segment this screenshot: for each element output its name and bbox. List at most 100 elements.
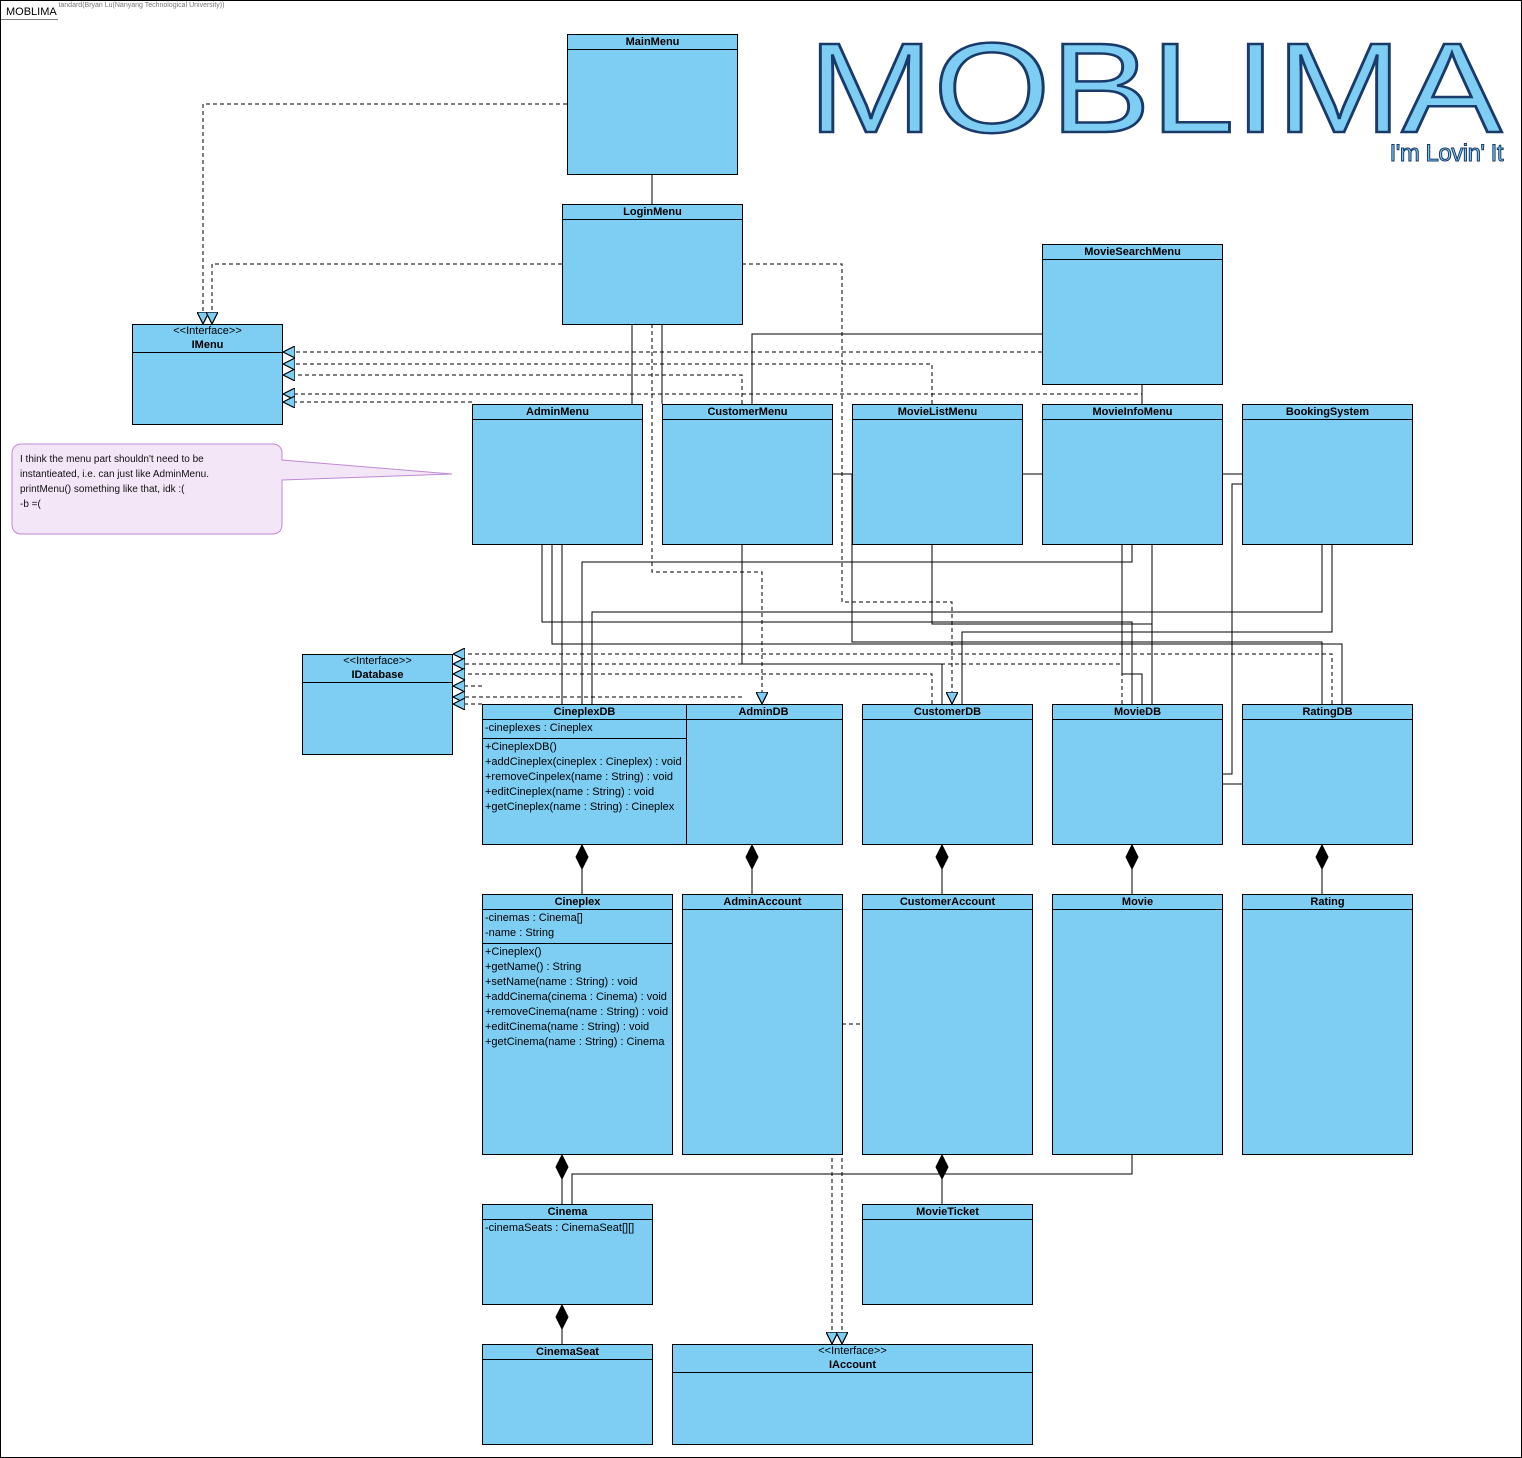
class-name: AdminMenu [473, 405, 642, 420]
edge-moviedb-bookingsystem [1222, 483, 1242, 775]
class-name: BookingSystem [1243, 405, 1412, 420]
class-cineplexdb[interactable]: CineplexDB -cineplexes : Cineplex +Cinep… [482, 704, 687, 845]
attribute-section: -cineplexes : Cineplex [483, 720, 686, 739]
class-name: MovieTicket [863, 1205, 1032, 1220]
class-name: CustomerDB [863, 705, 1032, 720]
class-name: Movie [1053, 895, 1222, 910]
class-name: MovieListMenu [853, 405, 1022, 420]
diamond-cinema [555, 1303, 569, 1331]
class-rating[interactable]: Rating [1242, 894, 1413, 1155]
diamond-ratingdb [1315, 843, 1329, 871]
operation: +addCinema(cinema : Cinema) : void [485, 991, 667, 1003]
operation: +getCinema(name : String) : Cinema [485, 1036, 665, 1048]
note-line: printMenu() something like that, idk :( [20, 484, 185, 495]
edge-adminmenu-ratingdb [551, 544, 1343, 704]
attribute: -cineplexes : Cineplex [485, 722, 593, 734]
class-movieinfomenu[interactable]: MovieInfoMenu [1042, 404, 1223, 545]
class-name: MovieInfoMenu [1043, 405, 1222, 420]
class-movielistmenu[interactable]: MovieListMenu [852, 404, 1023, 545]
class-name: <<Interface>> IDatabase [303, 655, 452, 683]
class-name: MainMenu [568, 35, 737, 50]
frame-tab [0, 0, 58, 20]
class-name: CinemaSeat [483, 1345, 652, 1360]
note-line: -b =( [20, 499, 41, 510]
operation: +getName() : String [485, 961, 582, 973]
class-name: <<Interface>> IMenu [133, 325, 282, 353]
interface-iaccount[interactable]: <<Interface>> IAccount [672, 1344, 1033, 1445]
edge-movielistmenu-imenu [283, 364, 933, 404]
interface-idatabase[interactable]: <<Interface>> IDatabase [302, 654, 453, 755]
composition-diamonds [555, 843, 1329, 1331]
stereotype: <<Interface>> [818, 1345, 887, 1357]
attribute: -name : String [485, 927, 555, 939]
edge-loginmenu-customerdb [742, 263, 952, 704]
class-moviesearchmenu[interactable]: MovieSearchMenu [1042, 244, 1223, 385]
watermark: Visual Paradigm Standard(Bryan Lu(Nanyan… [1, 2, 225, 9]
attribute-section: -cinemaSeats : CinemaSeat[][] [483, 1220, 652, 1238]
note: I think the menu part shouldn't need to … [20, 452, 275, 512]
edge-movieinfomenu-cineplexdb [581, 544, 1133, 704]
class-name: AdminAccount [683, 895, 842, 910]
brand-tagline: I'm Lovin' It [1389, 140, 1504, 168]
edge-customerdb-idatabase [453, 674, 933, 704]
class-name: CustomerMenu [663, 405, 832, 420]
class-name: <<Interface>> IAccount [673, 1345, 1032, 1373]
class-name: MovieSearchMenu [1043, 245, 1222, 260]
class-name: RatingDB [1243, 705, 1412, 720]
class-name: LoginMenu [563, 205, 742, 220]
class-adminmenu[interactable]: AdminMenu [472, 404, 643, 545]
operation: +editCinema(name : String) : void [485, 1021, 650, 1033]
edge-movielistmenu-ratingdb [851, 474, 1323, 704]
edge-movieinfomenu-imenu [283, 394, 1143, 404]
operation: +setName(name : String) : void [485, 976, 638, 988]
class-name: Cinema [483, 1205, 652, 1220]
edge-loginmenu-admindb [651, 324, 762, 704]
operation: +removeCinpelex(name : String) : void [485, 771, 673, 783]
class-customerdb[interactable]: CustomerDB [862, 704, 1033, 845]
class-movie[interactable]: Movie [1052, 894, 1223, 1155]
class-moviedb[interactable]: MovieDB [1052, 704, 1223, 845]
interface-name: IMenu [191, 339, 224, 351]
note-callout [11, 443, 453, 535]
edge-customermenu-customerdb [741, 544, 943, 704]
stereotype: <<Interface>> [173, 325, 242, 337]
note-line: instantieated, i.e. can just like AdminM… [20, 469, 209, 480]
class-cinema[interactable]: Cinema -cinemaSeats : CinemaSeat[][] [482, 1204, 653, 1305]
class-cineplex[interactable]: Cineplex -cinemas : Cinema[] -name : Str… [482, 894, 673, 1155]
class-cinemaseat[interactable]: CinemaSeat [482, 1344, 653, 1445]
interface-imenu[interactable]: <<Interface>> IMenu [132, 324, 283, 425]
class-adminaccount[interactable]: AdminAccount [682, 894, 843, 1155]
diamond-admindb [745, 843, 759, 871]
class-mainmenu[interactable]: MainMenu [567, 34, 738, 175]
association-edges [541, 174, 1343, 1344]
class-loginmenu[interactable]: LoginMenu [562, 204, 743, 325]
class-customermenu[interactable]: CustomerMenu [662, 404, 833, 545]
diamond-cineplex [555, 1153, 569, 1181]
edge-movieinfomenu-moviedb [1121, 544, 1143, 704]
class-customeraccount[interactable]: CustomerAccount [862, 894, 1033, 1155]
class-name: CineplexDB [483, 705, 686, 720]
frame-label: MOBLIMA [6, 6, 57, 18]
stereotype: <<Interface>> [343, 655, 412, 667]
operation: +addCineplex(cineplex : Cineplex) : void [485, 756, 682, 768]
diamond-customeraccount [935, 1153, 949, 1181]
class-name: AdminDB [663, 705, 842, 720]
edge-bookingsystem-customerdb [961, 544, 1333, 704]
class-bookingsystem[interactable]: BookingSystem [1242, 404, 1413, 545]
edge-movielistmenu-moviedb [931, 544, 1153, 704]
edge-moviedb-idatabase [453, 664, 1123, 704]
operation: +getCineplex(name : String) : Cineplex [485, 801, 675, 813]
class-name: Rating [1243, 895, 1412, 910]
note-line: I think the menu part shouldn't need to … [20, 454, 204, 465]
edge-customermenu-imenu [283, 375, 743, 404]
class-movieticket[interactable]: MovieTicket [862, 1204, 1033, 1305]
interface-name: IAccount [828, 1359, 877, 1371]
attribute: -cinemaSeats : CinemaSeat[][] [485, 1222, 635, 1234]
edge-mainmenu-imenu [203, 103, 567, 324]
edge-movie-cinema [571, 1154, 1133, 1204]
interface-name: IDatabase [351, 669, 404, 681]
operation: +Cineplex() [485, 946, 542, 958]
class-ratingdb[interactable]: RatingDB [1242, 704, 1413, 845]
class-admindb[interactable]: AdminDB [662, 704, 843, 845]
